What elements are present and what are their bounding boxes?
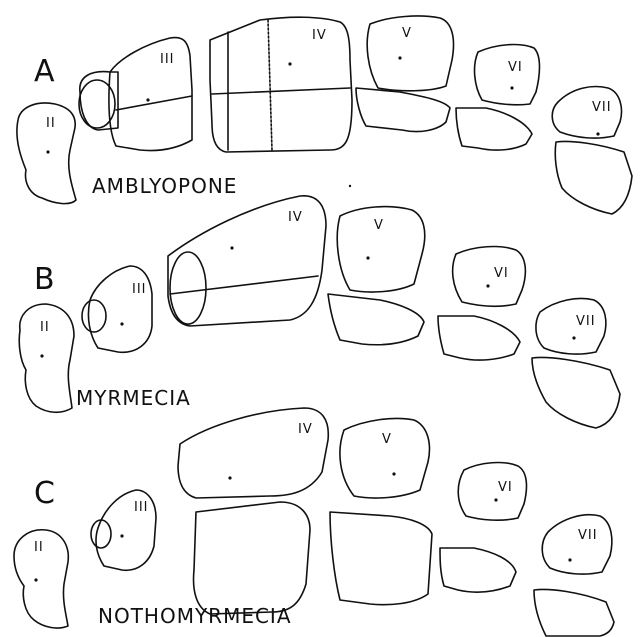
segment-label-vii: VII [578, 528, 598, 543]
segment-label-iii: III [134, 500, 149, 515]
segment-label-iv: IV [298, 422, 313, 437]
panel-letter: C [34, 476, 55, 511]
segment-label-v: V [382, 432, 392, 447]
genus-label: NOTHOMYRMECIA [98, 604, 292, 628]
segment-label-vi: VI [498, 480, 513, 495]
segment-label-ii: II [34, 540, 44, 555]
